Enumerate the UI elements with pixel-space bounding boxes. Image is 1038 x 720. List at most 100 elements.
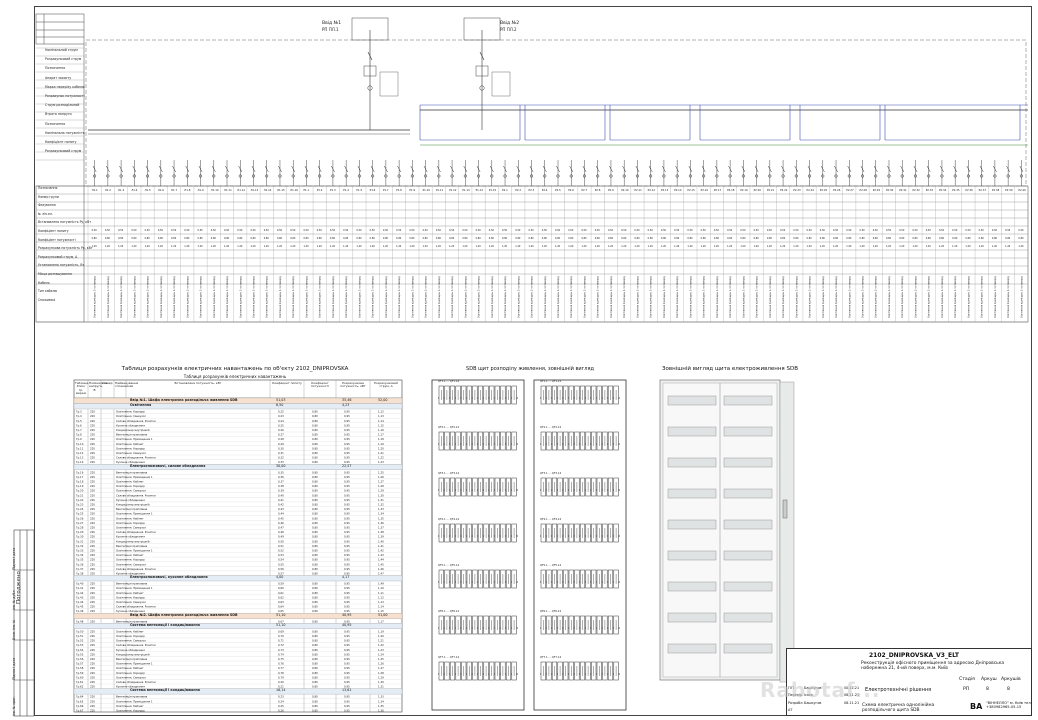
row-power: 0,25 bbox=[278, 423, 284, 427]
load-table-section-row bbox=[73, 575, 403, 582]
row-power: 0,41 bbox=[278, 498, 284, 502]
load-table-section-title: Електроспоживачі, кухонне обладнання bbox=[130, 575, 208, 580]
rcd-symbol bbox=[794, 174, 798, 178]
side-stamp-label: Взам. інв. № bbox=[12, 619, 16, 640]
rcd-symbol bbox=[265, 174, 269, 178]
row-label: Позначення bbox=[38, 186, 58, 190]
doc-sheet-title: Схема електрична однолінійна розподільчо… bbox=[862, 703, 935, 713]
group-label: Р2.24 bbox=[807, 188, 815, 192]
group-label: Л1.7 bbox=[171, 188, 177, 192]
value-text: 0,80 bbox=[793, 237, 799, 240]
group-label: Р2.19 bbox=[740, 188, 748, 192]
rcd-symbol bbox=[821, 174, 825, 178]
value-text: 1,20 bbox=[277, 245, 283, 248]
consumer-text: Освітлення приміщень 1-го поверху bbox=[504, 276, 507, 318]
rcd-symbol bbox=[291, 174, 295, 178]
input-note-box bbox=[491, 71, 511, 97]
row-label: Кабель bbox=[38, 280, 50, 285]
consumer-text: Освітлення приміщень 1-го поверху bbox=[795, 276, 798, 318]
value-text: 1,20 bbox=[965, 245, 971, 248]
row-current: 1,24 bbox=[378, 652, 384, 656]
row-id: Гр.61 bbox=[76, 680, 84, 684]
value-text: 0,80 bbox=[754, 237, 760, 240]
row-name: Освітлення. Приміщення 1 bbox=[116, 662, 153, 666]
consumer-text: Освітлення приміщень 1-го поверху bbox=[623, 276, 626, 318]
left-label: Розрахунковий струм bbox=[45, 57, 82, 62]
consumer-text: Освітлення приміщень 1-го поверху bbox=[994, 276, 997, 318]
row-name: Освітлення. Санвузол bbox=[116, 451, 146, 455]
group-label: Р2.38 bbox=[992, 188, 1000, 192]
row-power: 0,77 bbox=[278, 666, 284, 670]
breaker-symbol bbox=[635, 165, 640, 173]
value-text: 0,80 bbox=[992, 237, 998, 240]
row-current: 1,45 bbox=[378, 562, 384, 566]
value-text: 0,50 bbox=[423, 229, 429, 232]
rcd-symbol bbox=[424, 174, 428, 178]
consumer-text: Освітлення приміщень 1-го поверху bbox=[729, 276, 732, 318]
breaker-symbol bbox=[119, 165, 123, 173]
breaker-symbol bbox=[675, 165, 679, 173]
row-current: 1,32 bbox=[378, 503, 384, 507]
left-label: Струм розподільний bbox=[45, 103, 80, 108]
load-table-section-current: 51,00 bbox=[378, 612, 388, 617]
cabinet-cover-strip bbox=[667, 612, 717, 623]
value-text: 0,80 bbox=[581, 237, 587, 240]
value-text: 0,80 bbox=[423, 237, 429, 240]
rcd-symbol bbox=[172, 174, 176, 178]
row-name: Освітлення. Приміщення 1 bbox=[116, 475, 153, 479]
row-power: 0,74 bbox=[278, 652, 284, 656]
group-label: Р2.5 bbox=[555, 188, 561, 192]
value-text: 1,20 bbox=[714, 245, 720, 248]
breaker-symbol bbox=[225, 165, 229, 173]
breaker-row-label: QF6.1 ... QF6.14 bbox=[540, 609, 561, 613]
row-voltage: 220 bbox=[90, 567, 95, 571]
value-text: 0,50 bbox=[648, 229, 654, 232]
row-cos: 0,95 bbox=[344, 428, 350, 432]
row-current: 1,34 bbox=[378, 699, 384, 703]
row-name: Освітлення. Приміщення 1 bbox=[116, 437, 153, 441]
value-text: 0,50 bbox=[1018, 229, 1024, 232]
group-label: Р2.21 bbox=[767, 188, 775, 192]
consumer-text: Освітлення приміщень 1-го поверху bbox=[544, 276, 547, 318]
rcd-symbol bbox=[569, 174, 573, 178]
value-text: 0,80 bbox=[330, 237, 336, 240]
sheets-label: Аркушів bbox=[1001, 677, 1021, 682]
row-power: 0,59 bbox=[278, 582, 284, 586]
row-kd: 0,80 bbox=[312, 704, 318, 708]
value-text: 0,80 bbox=[145, 237, 151, 240]
cabinet-cover-strip bbox=[667, 426, 717, 437]
load-table-section-power: 6,50 bbox=[276, 403, 284, 408]
value-text: 0,50 bbox=[674, 229, 680, 232]
group-label: Р2.23 bbox=[793, 188, 801, 192]
group-label: Л1.3 bbox=[118, 188, 124, 192]
group-label: Р1.14 bbox=[476, 188, 484, 192]
value-text: 1,20 bbox=[608, 245, 614, 248]
rcd-symbol bbox=[1019, 174, 1023, 178]
drawing-frame bbox=[34, 6, 1032, 716]
row-voltage: 220 bbox=[90, 410, 95, 414]
value-text: 1,20 bbox=[912, 245, 918, 248]
row-id: Гр.60 bbox=[76, 675, 84, 679]
row-voltage: 220 bbox=[90, 544, 95, 548]
row-voltage: 220 bbox=[90, 456, 95, 460]
row-current: 1,10 bbox=[378, 586, 384, 590]
row-current: 1,38 bbox=[378, 530, 384, 534]
row-voltage: 220 bbox=[90, 595, 95, 599]
row-id: Гр.45 bbox=[76, 605, 84, 609]
row-name: Вентиляція припливна bbox=[116, 695, 148, 699]
value-text: 1,20 bbox=[873, 245, 879, 248]
load-table-section-row bbox=[73, 623, 403, 629]
row-cos: 0,95 bbox=[344, 685, 350, 689]
value-text: 1,20 bbox=[224, 245, 230, 248]
side-stamp-label: Підпис і дата bbox=[12, 657, 16, 680]
rcd-symbol bbox=[529, 174, 534, 178]
row-kd: 0,80 bbox=[312, 437, 318, 441]
row-id: Гр.66 bbox=[76, 704, 84, 708]
row-kd: 0,80 bbox=[312, 685, 318, 689]
group-label: Л1.11 bbox=[224, 188, 232, 192]
row-id: Гр.59 bbox=[76, 671, 84, 675]
row-id: Гр.62 bbox=[76, 685, 84, 689]
value-text: 1,20 bbox=[833, 245, 839, 248]
load-table-header: Таблиця, блок/гр. мереж bbox=[75, 381, 90, 395]
row-voltage: 220 bbox=[90, 609, 95, 613]
